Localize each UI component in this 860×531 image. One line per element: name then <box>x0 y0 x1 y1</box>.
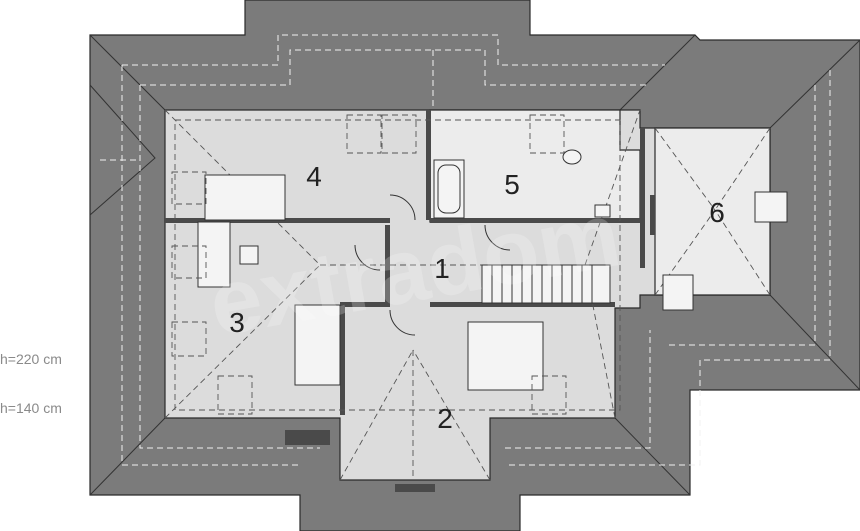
legend-height-220: h=220 cm <box>0 351 62 367</box>
sink <box>594 204 611 218</box>
bed-room2 <box>467 321 544 391</box>
room-number-4: 4 <box>306 161 322 192</box>
toilet <box>562 149 582 165</box>
desk <box>197 221 231 288</box>
room-number-1: 1 <box>434 253 450 284</box>
room-number-6: 6 <box>709 197 725 228</box>
door-arcs <box>354 194 511 336</box>
stairs-steps <box>491 265 593 303</box>
height-legend: h=220 cm h=140 cm <box>0 351 62 416</box>
windows <box>171 114 567 415</box>
room-number-2: 2 <box>437 403 453 434</box>
chimney-block <box>662 274 694 311</box>
bed-room4 <box>204 174 286 221</box>
room-labels: 1 2 3 4 5 6 <box>229 161 725 434</box>
roof-dashed-lines <box>100 34 831 466</box>
interior <box>164 109 771 481</box>
room-number-5: 5 <box>504 169 520 200</box>
room-number-3: 3 <box>229 307 245 338</box>
legend-height-140: h=140 cm <box>0 400 62 416</box>
stairs <box>481 264 611 304</box>
furniture <box>197 149 788 391</box>
bed-room3 <box>294 304 341 386</box>
